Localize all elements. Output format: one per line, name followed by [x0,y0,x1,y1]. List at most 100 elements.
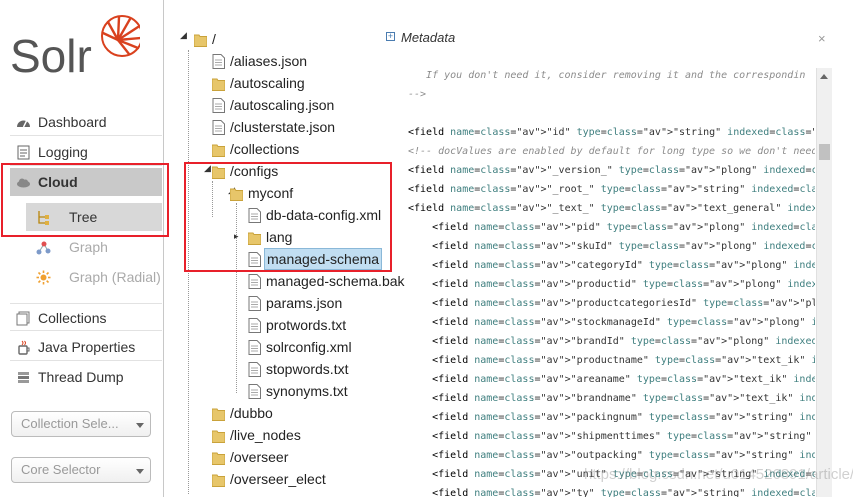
scroll-up-icon[interactable] [820,74,828,79]
cloud-icon [17,178,30,188]
code-line: <field name=class="av">"id" type=class="… [408,127,815,138]
tree-node-label: params.json [266,295,343,311]
code-line: --> [408,89,427,100]
code-line: <field name=class="av">"productname" typ… [432,355,815,366]
collections-icon [16,311,30,326]
tree-node-label: managed-schema [264,248,383,270]
tree-node-label: myconf [248,185,294,201]
vertical-scrollbar[interactable] [816,68,832,497]
expand-plus-icon[interactable]: + [386,31,395,41]
file-icon [248,208,261,223]
collection-selector[interactable]: Collection Sele... [11,411,151,437]
code-line: <field name=class="av">"brandname" type=… [432,393,815,404]
tree-node-label: /configs [230,163,279,179]
folder-icon [212,474,225,487]
zk-tree: ◢ ◢ ◢ ▸ / /aliases.json /autoscaling /au… [164,0,405,497]
metadata-panel: + Metadata × If you don't need it, consi… [383,26,833,497]
highlight-box-cloud [1,163,169,237]
file-icon [212,54,225,69]
thread-dump-icon [18,372,29,383]
tree-icon [38,211,49,225]
nav-label: Java Properties [38,339,136,355]
nav-label: Tree [69,209,98,225]
collapse-icon[interactable]: ◢ [204,163,211,173]
dashboard-icon [17,120,30,128]
tree-node-label: /clusterstate.json [230,119,336,135]
nav-graph-radial[interactable]: Graph (Radial) [26,263,162,291]
code-line: <field name=class="av">"outpacking" type… [432,450,815,461]
code-line: <field name=class="av">"productcategorie… [432,298,815,309]
graph-icon [36,241,51,255]
code-line: <field name=class="av">"_version_" type=… [408,165,815,176]
folder-icon [248,232,261,245]
metadata-title[interactable]: Metadata [401,30,456,45]
nav-collections[interactable]: Collections [10,303,162,331]
nav-label: Thread Dump [38,369,124,385]
folder-icon [230,188,243,201]
nav-cloud[interactable]: Cloud [10,168,162,196]
tree-node-label: protwords.txt [266,317,347,333]
folder-icon [194,34,207,47]
nav-label: Collections [38,310,107,326]
folder-icon [212,430,225,443]
tree-node-label: /dubbo [230,405,273,421]
expand-icon[interactable]: ▸ [234,231,239,241]
chevron-down-icon [136,469,144,474]
core-selector[interactable]: Core Selector [11,457,151,483]
nav-tree[interactable]: Tree [26,203,162,231]
code-line: <field name=class="av">"ty" type=class="… [432,488,815,497]
solr-logo-icon: Solr [10,15,143,82]
java-icon [18,340,30,355]
highlight-box-configs [184,162,392,272]
nav-java-properties[interactable]: Java Properties [10,333,162,361]
tree-node-label: /overseer [230,449,289,465]
collapse-icon[interactable]: ◢ [180,30,187,40]
nav-thread-dump[interactable]: Thread Dump [10,363,162,391]
code-line: <field name=class="av">"brandId" type=cl… [432,336,815,347]
tree-node-label: solrconfig.xml [266,339,352,355]
folder-icon [212,408,225,421]
solr-logo[interactable]: Solr [10,14,143,86]
code-line: <field name=class="av">"_root_" type=cla… [408,184,815,195]
folder-icon [212,452,225,465]
file-icon [248,296,261,311]
code-line: <field name=class="av">"skuId" type=clas… [432,241,815,252]
file-icon [212,120,225,135]
logo-text: Solr [10,30,92,82]
tree-node-label: /live_nodes [230,427,301,443]
code-line: <field name=class="av">"packingnum" type… [432,412,815,423]
file-icon [248,340,261,355]
tree-node-label: /overseer_elect [230,471,326,487]
code-line: <field name=class="av">"shipmenttimes" t… [432,431,815,442]
code-line: <field name=class="av">"unit" type=class… [432,469,815,480]
tree-node-label: /aliases.json [230,53,308,69]
close-icon[interactable]: × [818,31,826,46]
collection-selector-value: Collection Sele... [21,416,119,431]
nav-label: Logging [38,144,88,160]
tree-node-label: lang [266,229,293,245]
nav-dashboard[interactable]: Dashboard [10,108,162,136]
code-line: <field name=class="av">"stockmanageId" t… [432,317,815,328]
code-line: <field name=class="av">"productid" type=… [432,279,815,290]
nav-logging[interactable]: Logging [10,138,162,166]
nav-label: Graph (Radial) [69,269,161,285]
scroll-thumb[interactable] [819,144,830,160]
tree-node-label: / [212,31,216,47]
folder-icon [212,78,225,91]
tree-guide [212,181,213,217]
nav-label: Dashboard [38,114,107,130]
tree-node-label: /collections [230,141,300,157]
tree-node-label: /autoscaling.json [230,97,335,113]
code-line: <field name=class="av">"categoryId" type… [432,260,815,271]
file-icon [248,318,261,333]
tree-node-label: stopwords.txt [266,361,349,377]
metadata-header: + Metadata × [383,26,833,50]
tree-guide [188,50,189,494]
sidebar: Solr Dashboard Logging [0,0,169,497]
nav-label: Cloud [38,174,78,190]
nav-graph[interactable]: Graph [26,233,162,261]
tree-guide [236,203,237,393]
folder-icon [212,144,225,157]
tree-node-label: managed-schema.bak [266,273,405,289]
file-icon [248,252,261,267]
